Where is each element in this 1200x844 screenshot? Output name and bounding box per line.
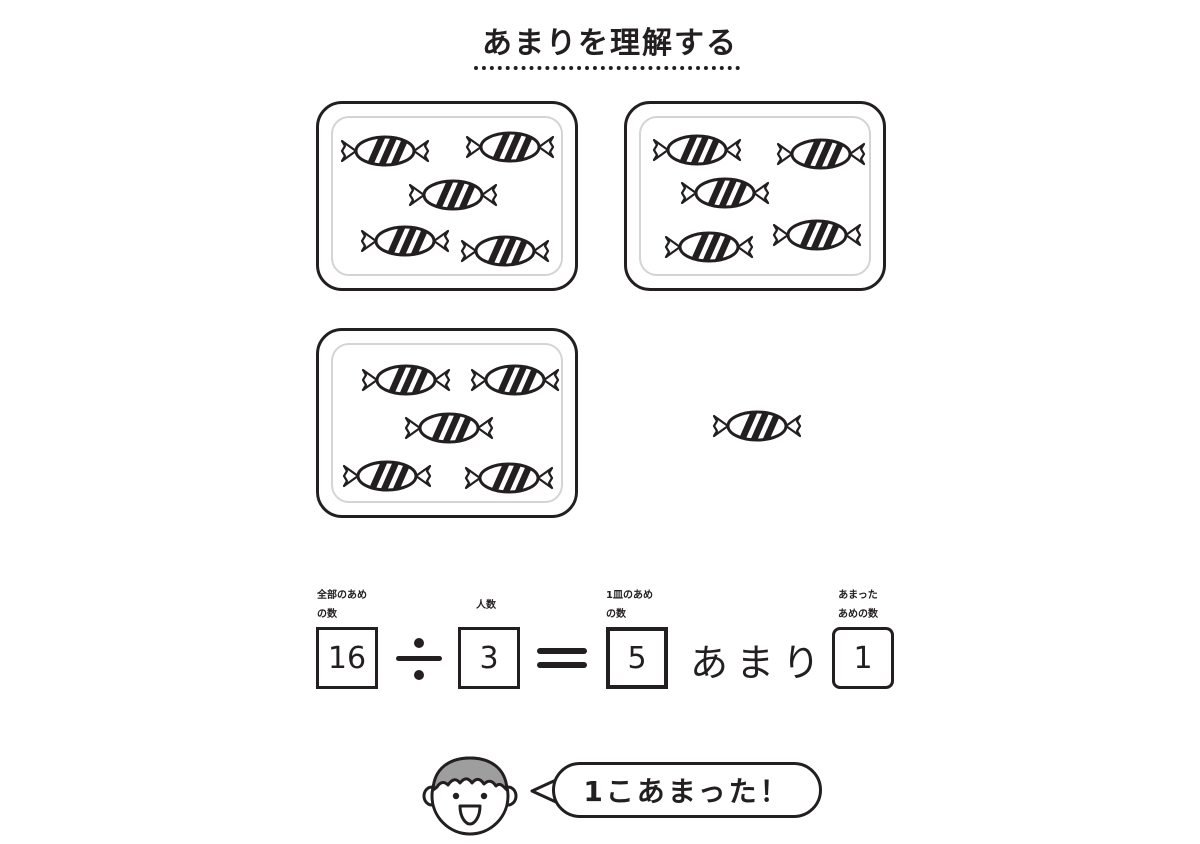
people-label: 人数 <box>476 596 496 615</box>
per-plate-label: 1皿のあめ の数 <box>606 586 653 624</box>
speech-bubble: 1こあまった！ <box>552 762 822 818</box>
candy-icon <box>463 461 555 495</box>
candy-icon <box>663 230 755 264</box>
speech-bubble-tail <box>528 776 558 806</box>
title-dotted-underline <box>474 66 740 70</box>
plate-1 <box>316 101 578 291</box>
candy-icon <box>679 176 771 210</box>
remainder-label: あまった あめの数 <box>838 586 878 624</box>
total-candies-label-line1: 全部のあめ <box>317 590 367 601</box>
boy-face-icon <box>420 750 520 840</box>
equals-icon <box>536 646 588 670</box>
per-plate-label-line2: の数 <box>606 609 626 620</box>
divide-icon <box>394 633 444 685</box>
leftover-candy-icon <box>711 409 803 443</box>
plate-2 <box>624 101 886 291</box>
candy-icon <box>459 234 551 268</box>
people-label-text: 人数 <box>476 600 496 611</box>
candy-icon <box>775 137 867 171</box>
page-title: あまりを理解する <box>482 26 738 61</box>
total-candies-label: 全部のあめ の数 <box>317 586 367 624</box>
candy-icon <box>469 363 561 397</box>
remainder-label-line1: あまった <box>838 590 878 601</box>
candy-icon <box>339 134 431 168</box>
people-box: 3 <box>458 627 520 689</box>
remainder-word: あまり <box>690 641 829 685</box>
plate-3 <box>316 328 578 518</box>
remainder-box: 1 <box>832 627 894 689</box>
total-candies-box: 16 <box>316 627 378 689</box>
candy-icon <box>360 363 452 397</box>
per-plate-box: 5 <box>606 627 668 689</box>
speech-bubble-text: 1こあまった！ <box>583 775 791 808</box>
plate-inner-rim <box>331 116 563 276</box>
remainder-label-line2: あめの数 <box>838 609 878 620</box>
candy-icon <box>359 224 451 258</box>
candy-icon <box>403 411 495 445</box>
total-candies-label-line2: の数 <box>317 609 337 620</box>
plate-inner-rim <box>331 343 563 503</box>
candy-icon <box>341 459 433 493</box>
candy-icon <box>407 178 499 212</box>
candy-icon <box>651 133 743 167</box>
candy-icon <box>771 218 863 252</box>
candy-icon <box>464 130 556 164</box>
plate-inner-rim <box>639 116 871 276</box>
per-plate-label-line1: 1皿のあめ <box>606 590 653 601</box>
